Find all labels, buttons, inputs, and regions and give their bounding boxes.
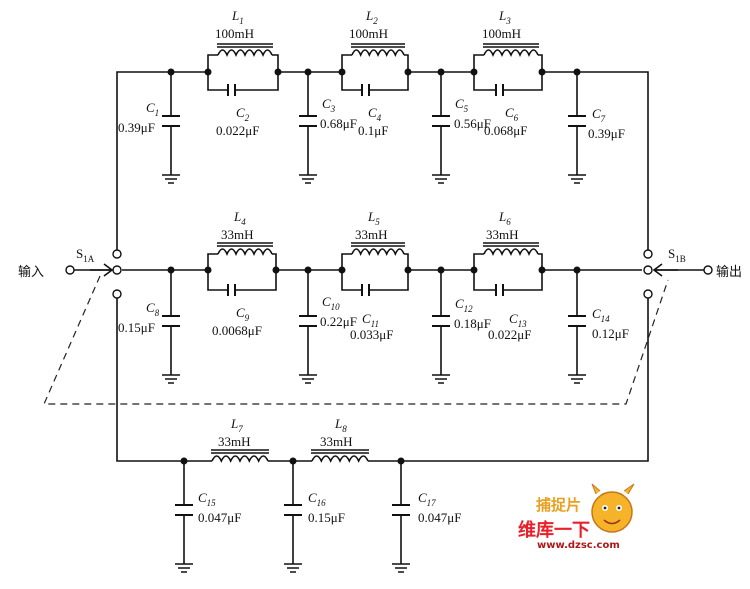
- capacitor-c17-name: C17: [418, 490, 436, 508]
- capacitor-c6-name: C6: [505, 105, 519, 123]
- capacitor-c16-value: 0.15μF: [308, 510, 345, 525]
- capacitor-c6-value: 0.068μF: [484, 123, 527, 138]
- capacitor-c15-value: 0.047μF: [198, 510, 241, 525]
- capacitor-c3-name: C3: [322, 96, 336, 114]
- capacitor-c13-name: C13: [509, 311, 527, 329]
- capacitor-c17-value: 0.047μF: [418, 510, 461, 525]
- junction-dots: [167, 68, 581, 465]
- switch-label-s1a: S1A: [76, 246, 95, 264]
- inductor-l1-name: L1: [231, 8, 244, 26]
- capacitor-c1-value: 0.39μF: [118, 120, 155, 135]
- capacitor-c8-value: 0.15μF: [118, 320, 155, 335]
- inductor-l2-value: 100mH: [349, 26, 388, 41]
- inductor-l3-value: 100mH: [482, 26, 521, 41]
- output-label: 输出: [716, 264, 742, 280]
- labels: 输入 输出 S1A S1B L1 100mH L2 100mH L3 100mH…: [18, 8, 742, 525]
- capacitor-c2-value: 0.022μF: [216, 123, 259, 138]
- capacitor-c3-value: 0.68μF: [320, 116, 357, 131]
- inductor-l8-name: L8: [334, 416, 347, 434]
- inductor-l5-name: L5: [367, 209, 380, 227]
- capacitor-c8-name: C8: [146, 300, 160, 318]
- capacitor-c15-name: C15: [198, 490, 216, 508]
- capacitor-c9-name: C9: [236, 305, 250, 323]
- inductor-l1-value: 100mH: [215, 26, 254, 41]
- input-terminal[interactable]: [65, 265, 75, 275]
- inductor-l8-value: 33mH: [320, 434, 353, 449]
- capacitor-c13-value: 0.022μF: [488, 327, 531, 342]
- watermark-brand: 维库一下: [518, 519, 590, 541]
- inductor-l6-name: L6: [498, 209, 511, 227]
- middle-filter-wiring: [122, 253, 642, 375]
- capacitor-c12-name: C12: [455, 296, 473, 314]
- mascot-icon: [591, 491, 633, 533]
- capacitor-c7-name: C7: [592, 106, 606, 124]
- capacitor-c4-value: 0.1μF: [358, 123, 388, 138]
- capacitor-c16-name: C16: [308, 490, 326, 508]
- capacitor-c10-name: C10: [322, 294, 340, 312]
- inductor-l5-value: 33mH: [355, 227, 388, 242]
- watermark-logo: 捕捉片 维库一下 www.dzsc.com: [518, 483, 635, 551]
- inductor-l7-name: L7: [230, 416, 243, 434]
- output-terminal[interactable]: [703, 265, 713, 275]
- inductor-coils: [211, 43, 539, 463]
- inductor-l3-name: L3: [498, 8, 511, 26]
- watermark-url: www.dzsc.com: [537, 540, 620, 551]
- inductor-l4-value: 33mH: [221, 227, 254, 242]
- capacitor-c5-value: 0.56μF: [454, 116, 491, 131]
- capacitor-c11-name: C11: [362, 311, 379, 329]
- capacitor-c1-name: C1: [146, 100, 159, 118]
- capacitor-c7-value: 0.39μF: [588, 126, 625, 141]
- capacitor-c2-name: C2: [236, 105, 250, 123]
- switch-label-s1b: S1B: [668, 246, 686, 264]
- capacitor-c9-value: 0.0068μF: [212, 323, 262, 338]
- capacitor-c11-value: 0.033μF: [350, 327, 393, 342]
- bottom-filter-wiring: [116, 298, 649, 564]
- watermark-badge: 捕捉片: [536, 496, 581, 514]
- inductor-l6-value: 33mH: [486, 227, 519, 242]
- inductor-l4-name: L4: [233, 209, 246, 227]
- capacitor-c10-value: 0.22μF: [320, 314, 357, 329]
- switch-s1a[interactable]: [90, 249, 122, 299]
- capacitor-c5-name: C5: [455, 96, 469, 114]
- capacitor-c14-value: 0.12μF: [592, 326, 629, 341]
- inductor-l2-name: L2: [365, 8, 378, 26]
- capacitor-c12-value: 0.18μF: [454, 316, 491, 331]
- capacitor-c4-name: C4: [368, 105, 382, 123]
- inductor-l7-value: 33mH: [218, 434, 251, 449]
- input-label: 输入: [18, 264, 44, 280]
- ground-symbols: [162, 174, 586, 573]
- capacitor-c14-name: C14: [592, 306, 610, 324]
- top-filter-wiring: [116, 54, 649, 254]
- switch-s1b[interactable]: [643, 249, 678, 299]
